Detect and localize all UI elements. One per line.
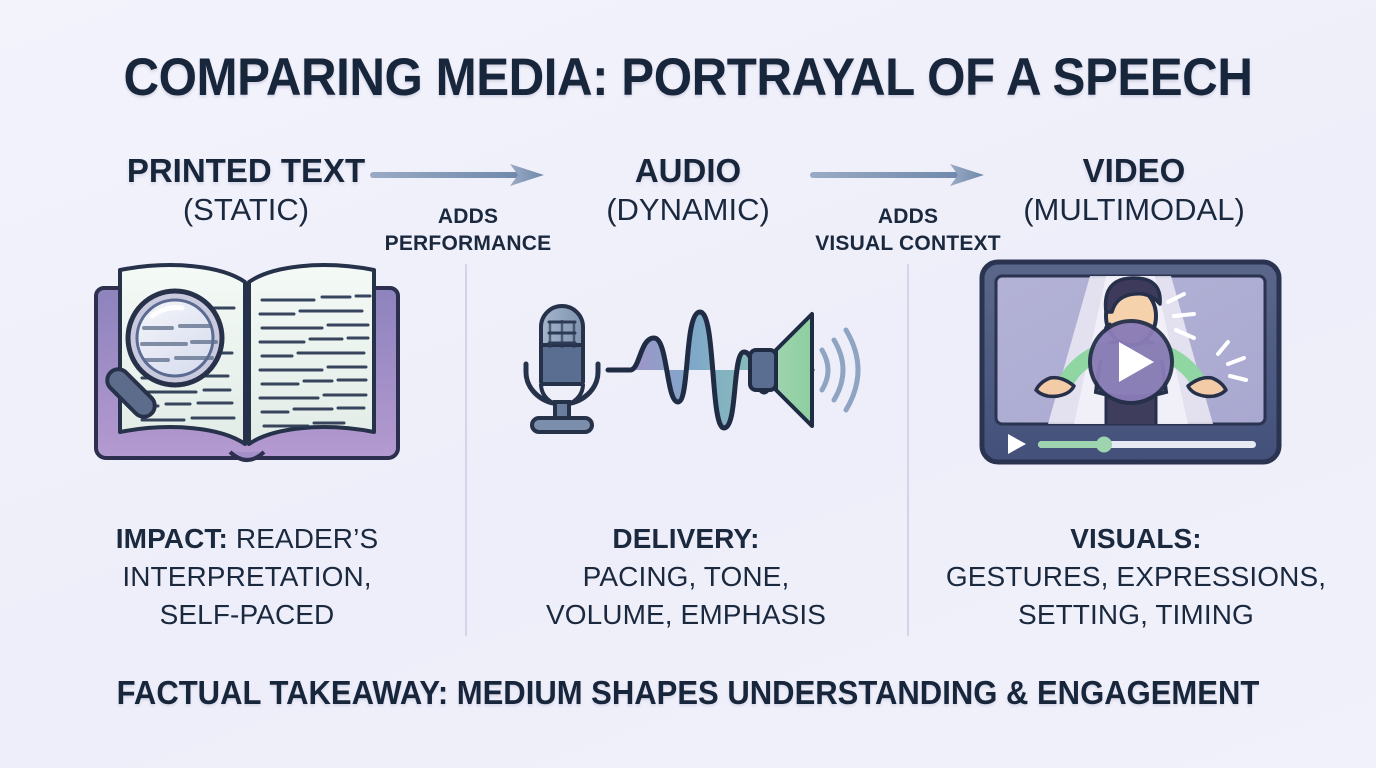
column-heading-main: AUDIO: [634, 152, 742, 189]
arrow-adds-performance: ADDS PERFORMANCE: [368, 160, 568, 257]
microphone-icon: [523, 304, 601, 434]
emphasis-lines-icon: [1166, 292, 1196, 340]
caption-rest: READER’S INTERPRETATION, SELF-PACED: [122, 523, 379, 630]
arrow-label: ADDS VISUAL CONTEXT: [815, 205, 1001, 255]
right-arrow-icon: [370, 164, 544, 186]
footer-lead: FACTUAL TAKEAWAY:: [116, 674, 449, 711]
column-divider: [465, 264, 467, 636]
speaker-icon: [748, 312, 861, 428]
footer-takeaway: FACTUAL TAKEAWAY: MEDIUM SHAPES UNDERSTA…: [41, 672, 1334, 714]
video-player-speaker-icon: [978, 258, 1283, 478]
microphone-waveform-speaker-icon: [512, 292, 862, 457]
play-button-overlay: [1088, 319, 1174, 405]
column-heading-sub: (DYNAMIC): [606, 192, 770, 227]
playback-controls: [1008, 434, 1256, 454]
column-heading-sub: (MULTIMODAL): [1023, 192, 1245, 227]
caption-lead: DELIVERY:: [612, 523, 760, 554]
video-scene: [1034, 276, 1248, 424]
column-heading-main: PRINTED TEXT: [126, 152, 366, 189]
footer-rest: MEDIUM SHAPES UNDERSTANDING & ENGAGEMENT: [448, 674, 1260, 711]
caption-audio: DELIVERY: PACING, TONE, VOLUME, EMPHASIS: [500, 520, 872, 634]
column-heading-audio: AUDIO (DYNAMIC): [502, 152, 874, 230]
caption-printed-text: IMPACT: READER’S INTERPRETATION, SELF-PA…: [62, 520, 432, 634]
open-book-with-magnifier-icon: [82, 252, 412, 482]
emphasis-lines-icon: [1216, 340, 1248, 382]
caption-lead: IMPACT:: [115, 523, 228, 554]
caption-lead: VISUALS:: [1070, 523, 1202, 554]
column-heading-sub: (STATIC): [182, 192, 310, 227]
play-icon: [1008, 434, 1026, 454]
progress-fill: [1038, 441, 1104, 448]
caption-rest: PACING, TONE, VOLUME, EMPHASIS: [545, 561, 827, 630]
column-heading-main: VIDEO: [1082, 152, 1186, 189]
magnifier-icon: [105, 288, 225, 419]
arrow-adds-visual-context: ADDS VISUAL CONTEXT: [808, 160, 1008, 257]
page-title: COMPARING MEDIA: PORTRAYAL OF A SPEECH: [123, 48, 1253, 107]
right-arrow-icon: [810, 164, 984, 186]
column-divider: [907, 264, 909, 636]
caption-video: VISUALS: GESTURES, EXPRESSIONS, SETTING,…: [930, 520, 1342, 634]
progress-handle: [1096, 436, 1112, 453]
arrow-label: ADDS PERFORMANCE: [384, 205, 552, 255]
column-heading-printed-text: PRINTED TEXT (STATIC): [60, 152, 432, 230]
caption-rest: GESTURES, EXPRESSIONS, SETTING, TIMING: [945, 561, 1327, 630]
column-heading-video: VIDEO (MULTIMODAL): [948, 152, 1320, 230]
